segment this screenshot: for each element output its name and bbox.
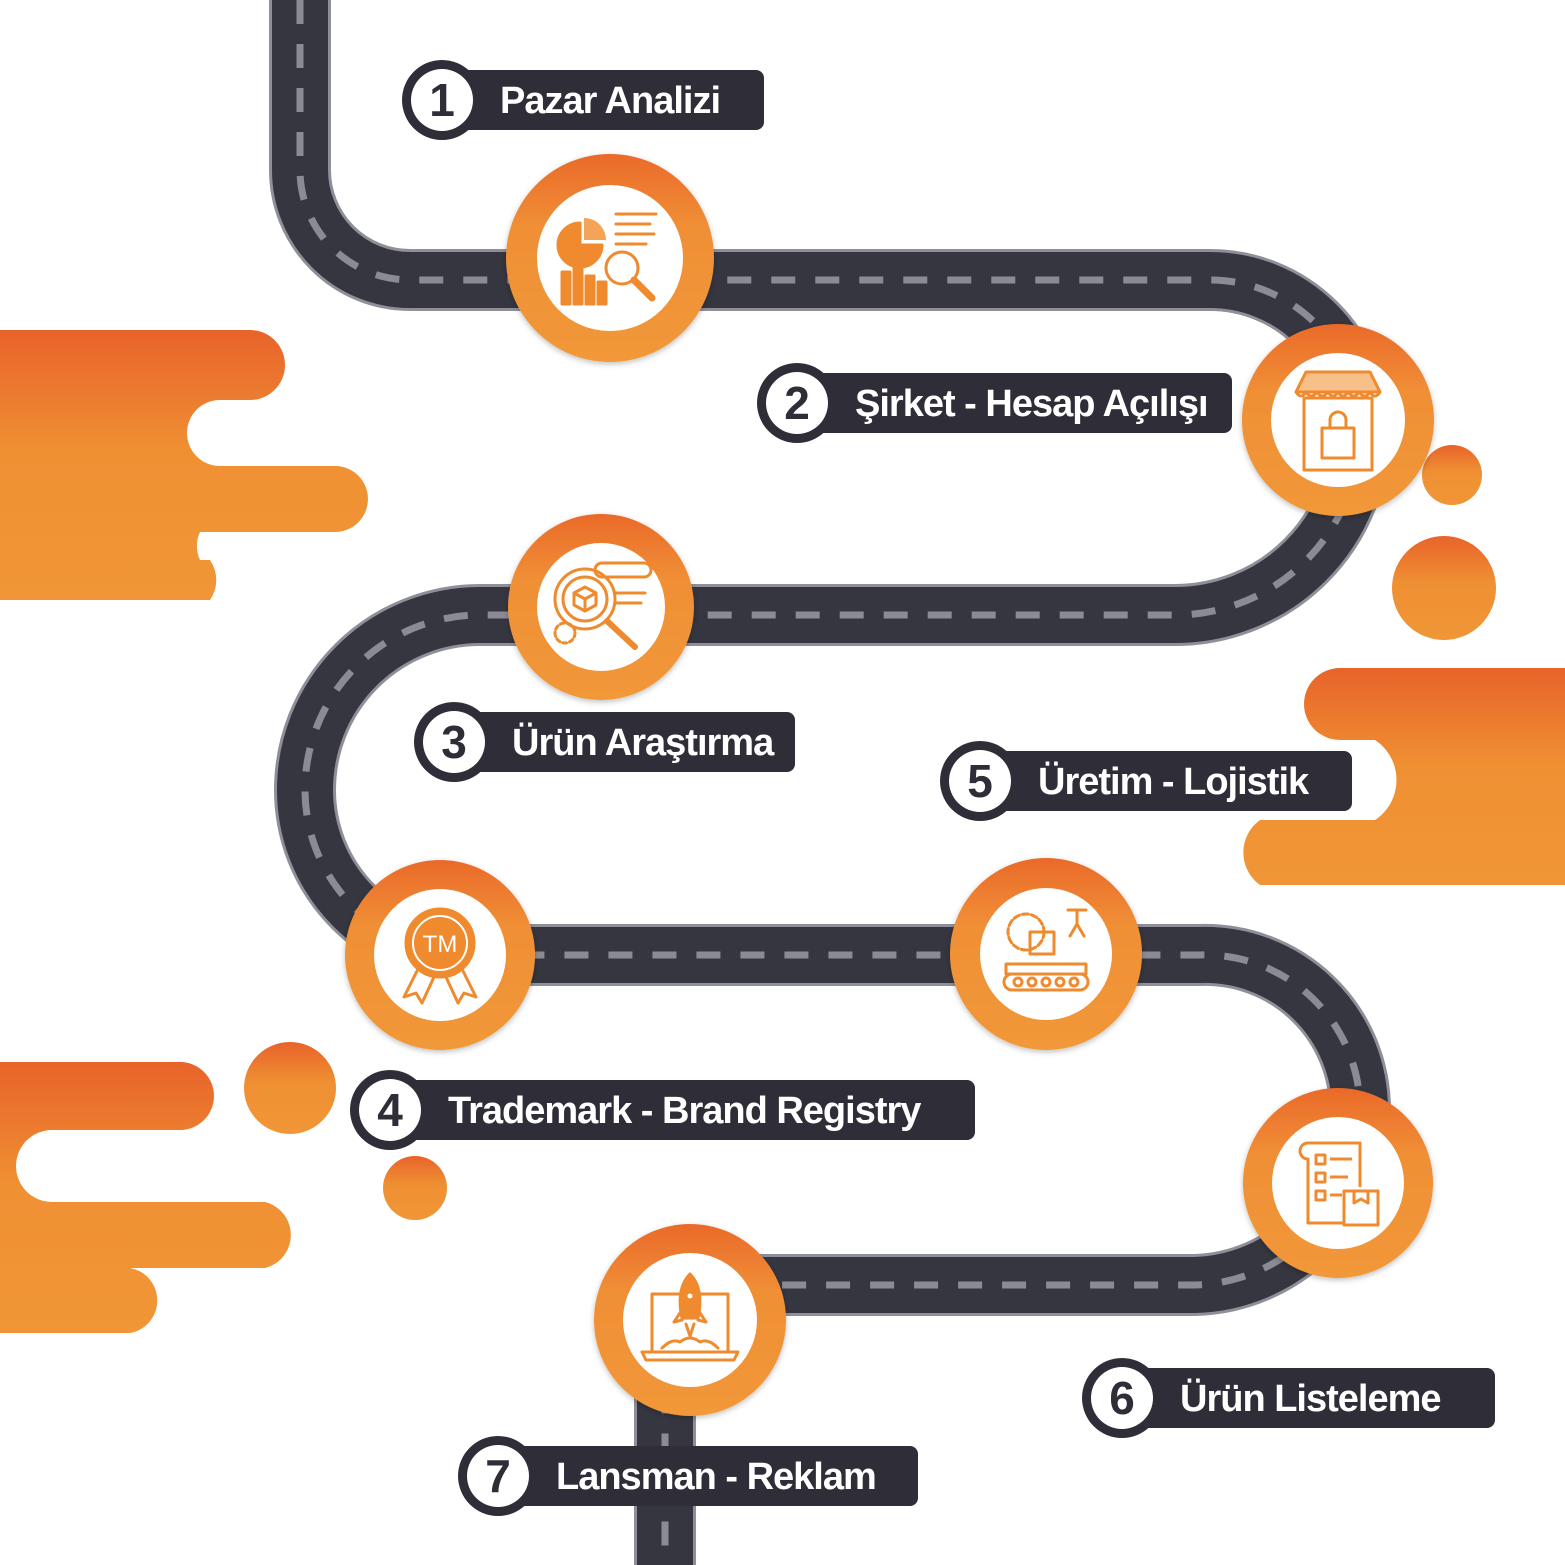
- step-title: Trademark - Brand Registry: [448, 1090, 921, 1132]
- step-4-label: 4 Trademark - Brand Registry: [350, 1070, 975, 1150]
- node-3: [508, 514, 694, 700]
- step-number: 3: [441, 716, 467, 768]
- node-4: TM: [345, 860, 535, 1050]
- node-2: [1242, 324, 1434, 516]
- step-5-label: 5 Üretim - Lojistik: [940, 741, 1352, 821]
- trademark-badge-icon: TM: [402, 907, 478, 1005]
- node-5: [950, 858, 1142, 1050]
- step-label-pill: [454, 712, 795, 772]
- product-research-icon: [553, 561, 653, 650]
- blob-dot-right-2: [1392, 536, 1496, 640]
- factory-conveyor-icon: [1002, 908, 1090, 992]
- step-title: Ürün Listeleme: [1180, 1377, 1441, 1420]
- step-7-label: 7 Lansman - Reklam: [458, 1436, 918, 1516]
- decorative-blobs: [0, 330, 1565, 1333]
- step-number: 4: [377, 1084, 403, 1136]
- step-title: Üretim - Lojistik: [1038, 760, 1310, 803]
- step-number: 5: [967, 755, 993, 807]
- step-title: Pazar Analizi: [500, 80, 720, 122]
- step-title: Lansman - Reklam: [556, 1456, 876, 1498]
- laptop-rocket-icon: [640, 1272, 740, 1362]
- node-1: [506, 154, 714, 362]
- step-label-pill: [797, 373, 1232, 433]
- blob-dot-left-2: [383, 1156, 447, 1220]
- step-label-pill: [442, 70, 764, 130]
- step-title: Şirket - Hesap Açılışı: [855, 383, 1208, 425]
- blob-dot-left-1: [244, 1042, 336, 1134]
- step-label-pill: [980, 751, 1352, 811]
- step-label-pill: [1122, 1368, 1495, 1428]
- step-title: Ürün Araştırma: [512, 721, 775, 764]
- node-7: [594, 1224, 786, 1416]
- svg-text:TM: TM: [423, 931, 458, 958]
- step-number: 1: [429, 74, 455, 126]
- blob-right-mid: [1243, 668, 1565, 885]
- blob-left-top: [0, 330, 368, 600]
- store-shopping-bag-icon: [1294, 370, 1382, 472]
- blob-left-bottom: [0, 1062, 291, 1333]
- product-listing-icon: [1298, 1141, 1380, 1227]
- step-number: 6: [1109, 1372, 1135, 1424]
- step-label-pill: [498, 1446, 918, 1506]
- step-number: 2: [784, 377, 810, 429]
- step-number: 7: [485, 1450, 511, 1502]
- blob-dot-right-1: [1422, 445, 1482, 505]
- step-label-pill: [390, 1080, 975, 1140]
- node-6: [1243, 1088, 1433, 1278]
- market-analysis-icon: [556, 212, 658, 306]
- step-1-label: 1 Pazar Analizi: [402, 60, 764, 140]
- step-3-label: 3 Ürün Araştırma: [414, 702, 795, 782]
- step-2-label: 2 Şirket - Hesap Açılışı: [757, 363, 1232, 443]
- step-6-label: 6 Ürün Listeleme: [1082, 1358, 1495, 1438]
